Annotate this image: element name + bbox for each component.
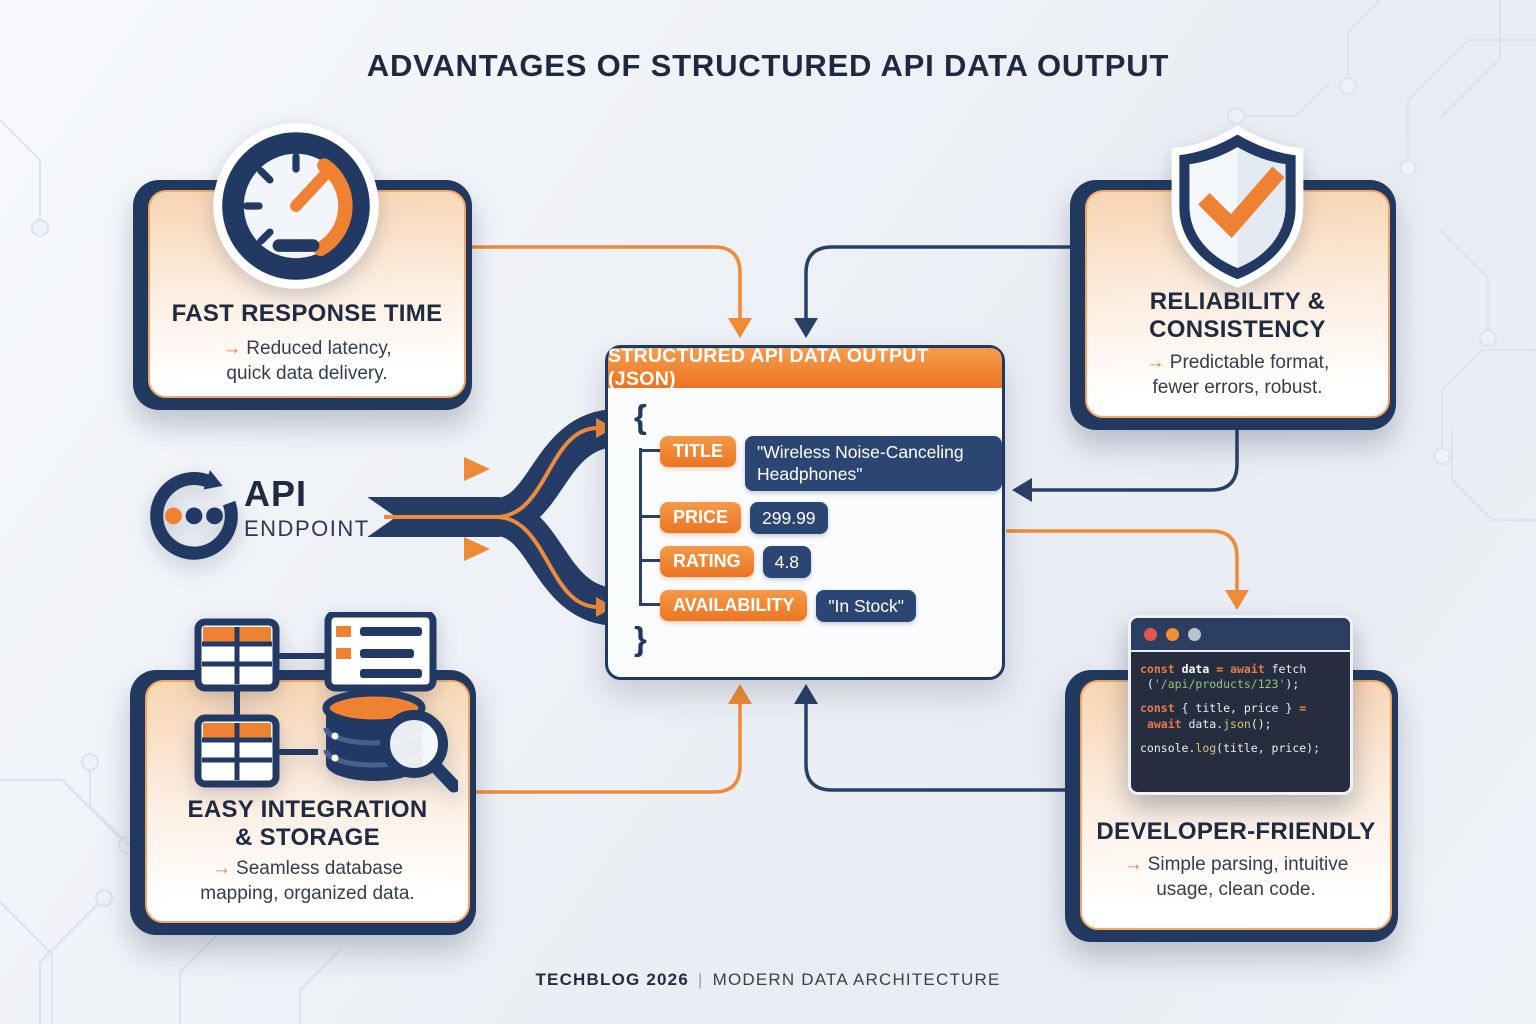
json-key-pill: PRICE xyxy=(660,502,742,533)
down-arrowhead-icon xyxy=(1225,590,1249,610)
code-line: console.log(title, price); xyxy=(1140,740,1321,755)
json-value-pill: "In Stock" xyxy=(816,590,916,623)
json-value-pill: 4.8 xyxy=(762,546,811,579)
card-description: →Seamless database mapping, organized da… xyxy=(183,856,433,907)
json-row-rating: RATING 4.8 xyxy=(639,546,811,579)
speedometer-icon xyxy=(213,123,379,289)
arrow-icon: → xyxy=(212,858,232,879)
card-title: RELIABILITY & CONSISTENCY xyxy=(1149,288,1326,343)
card-description-text: Seamless database mapping, organized dat… xyxy=(200,858,415,905)
footer-tagline: MODERN DATA ARCHITECTURE xyxy=(712,970,1001,989)
arrow-icon: → xyxy=(222,338,242,359)
down-arrowhead-icon xyxy=(794,318,818,338)
footer-brand: TECHBLOG 2026 xyxy=(535,970,689,989)
window-button-close-icon xyxy=(1144,627,1157,641)
tree-stub-line xyxy=(639,559,660,562)
arrow-icon: → xyxy=(1123,854,1143,875)
shield-check-icon xyxy=(1171,125,1304,288)
json-row-price: PRICE 299.99 xyxy=(639,502,828,535)
json-value-pill: 299.99 xyxy=(750,502,828,535)
window-button-minimize-icon xyxy=(1166,627,1179,641)
page-title: ADVANTAGES OF STRUCTURED API DATA OUTPUT xyxy=(366,48,1170,83)
up-arrowhead-icon xyxy=(728,684,752,704)
magnifier-handle xyxy=(428,759,458,793)
code-window: const data = await fetch ('/api/products… xyxy=(1128,615,1353,795)
speed-arrows-icon xyxy=(394,457,490,561)
up-arrowhead-icon xyxy=(794,684,818,704)
json-row-availability: AVAILABILITY "In Stock" xyxy=(639,590,916,623)
down-arrowhead-icon xyxy=(728,318,752,338)
tree-stub-line xyxy=(639,515,660,518)
tree-stub-line xyxy=(639,603,660,606)
api-title: API xyxy=(244,473,308,514)
card-title: FAST RESPONSE TIME xyxy=(171,300,443,327)
code-line: ('/api/products/123'); xyxy=(1140,677,1300,692)
json-row-title: TITLE "Wireless Noise-Canceling Headphone… xyxy=(639,436,1002,491)
card-integration: EASY INTEGRATION & STORAGE →Seamless dat… xyxy=(130,670,476,935)
card-description-text: Simple parsing, intuitive usage, clean c… xyxy=(1147,854,1349,901)
api-flow-band xyxy=(360,409,620,626)
json-key-pill: TITLE xyxy=(660,436,736,467)
json-key-pill: RATING xyxy=(660,546,754,577)
left-arrowhead-icon xyxy=(1012,478,1032,502)
code-line: await data.json(); xyxy=(1146,716,1272,731)
arrow-icon: → xyxy=(1145,352,1165,373)
api-endpoint-label: API ENDPOINT xyxy=(244,476,370,542)
tree-trunk-line xyxy=(639,448,642,605)
card-description-text: Predictable format, fewer errors, robust… xyxy=(1152,352,1330,399)
code-blank-line xyxy=(1140,692,1341,701)
code-window-titlebar xyxy=(1131,618,1350,652)
code-blank-line xyxy=(1140,732,1341,741)
card-title: EASY INTEGRATION & STORAGE xyxy=(187,796,428,851)
json-value-pill: "Wireless Noise-Canceling Headphones" xyxy=(745,436,1002,491)
card-description: →Predictable format, fewer errors, robus… xyxy=(1120,350,1355,401)
footer-separator: | xyxy=(697,970,704,989)
close-brace: } xyxy=(634,620,647,657)
window-button-maximize-icon xyxy=(1188,627,1201,641)
json-key-pill: AVAILABILITY xyxy=(660,590,808,621)
json-panel-header: STRUCTURED API DATA OUTPUT (JSON) xyxy=(608,345,1002,390)
card-description: →Reduced latency, quick data delivery. xyxy=(200,336,415,387)
footer: TECHBLOG 2026 | MODERN DATA ARCHITECTURE xyxy=(0,970,1536,990)
circular-arrows-icon xyxy=(150,470,238,560)
card-description-text: Reduced latency, quick data delivery. xyxy=(226,338,392,385)
json-output-panel: STRUCTURED API DATA OUTPUT (JSON) { TITL… xyxy=(605,345,1005,680)
open-brace: { xyxy=(634,398,647,435)
card-title: DEVELOPER-FRIENDLY xyxy=(1096,818,1376,845)
code-body: const data = await fetch ('/api/products… xyxy=(1131,652,1350,766)
code-line: const { title, price } = xyxy=(1140,701,1307,716)
card-description: →Simple parsing, intuitive usage, clean … xyxy=(1109,852,1364,903)
database-tables-icon xyxy=(194,612,458,793)
code-line: const data = await fetch xyxy=(1140,662,1307,676)
api-subtitle: ENDPOINT xyxy=(244,516,370,541)
tree-stub-line xyxy=(639,449,660,452)
